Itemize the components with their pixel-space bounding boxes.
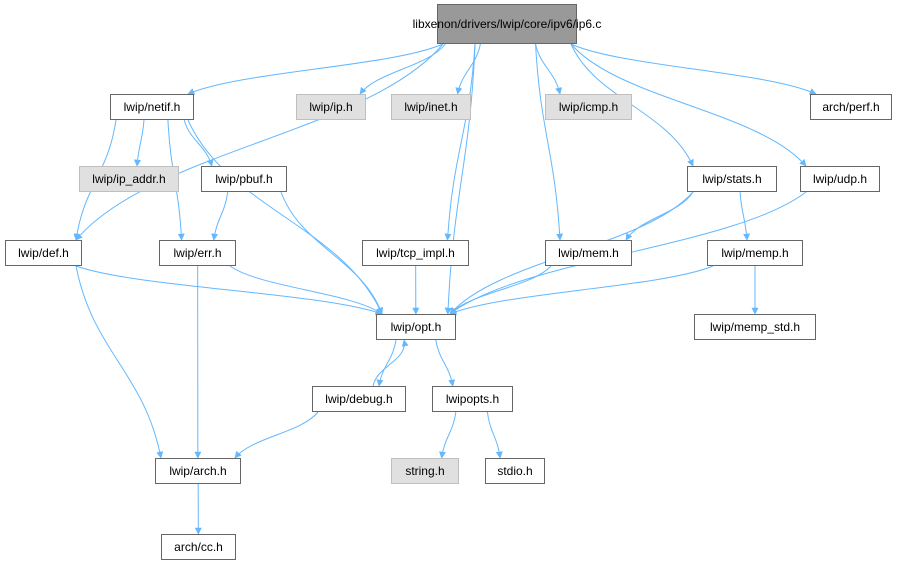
node-label: lwip/memp_std.h [709,319,801,334]
node-label: lwip/inet.h [404,99,458,114]
edge-debug-to-opt [372,339,409,387]
node-lwipopts[interactable]: lwipopts.h [432,386,513,412]
edge-root-to-perf [570,43,817,95]
node-label: lwip/pbuf.h [215,171,273,186]
edge-def-to-opt [75,265,383,316]
node-stats[interactable]: lwip/stats.h [687,166,777,192]
node-opt[interactable]: lwip/opt.h [376,314,456,340]
edge-debug-to-arch [234,411,319,459]
node-def[interactable]: lwip/def.h [5,240,82,266]
edge-pbuf-to-opt [280,191,384,315]
node-label: lwip/tcp_impl.h [376,245,455,260]
node-netif[interactable]: lwip/netif.h [110,94,194,120]
node-debug[interactable]: lwip/debug.h [312,386,406,412]
edge-err-to-opt [229,265,383,315]
node-label: lwip/arch.h [169,463,227,478]
node-perf[interactable]: arch/perf.h [810,94,892,120]
node-icmp: lwip/icmp.h [545,94,632,120]
node-pbuf[interactable]: lwip/pbuf.h [201,166,287,192]
node-label: libxenon/drivers/lwip [412,16,521,31]
edge-opt-to-lwipopts [435,339,456,387]
node-label: /core/ipv6/ip6.c [520,16,602,31]
node-label: lwip/err.h [173,245,222,260]
edge-def-to-arch [75,265,164,459]
node-label: lwip/opt.h [390,319,442,334]
edge-root-to-tcp-impl [444,43,476,241]
edge-lwipopts-to-string [439,411,457,459]
node-tcp-impl[interactable]: lwip/tcp_impl.h [362,240,469,266]
node-memp-std[interactable]: lwip/memp_std.h [694,314,816,340]
edge-root-to-netif [187,43,444,95]
node-label: arch/perf.h [822,99,880,114]
edge-root-to-udp [570,43,807,167]
node-stdio[interactable]: stdio.h [485,458,545,484]
edge-lwipopts-to-stdio [486,411,503,459]
node-label: lwip/mem.h [558,245,619,260]
node-label: lwip/netif.h [123,99,181,114]
edge-stats-to-mem [625,191,694,241]
node-label: lwip/debug.h [325,391,393,406]
edge-root-to-icmp [535,43,563,95]
node-label: lwip/ip_addr.h [92,171,166,186]
edge-opt-to-debug [376,339,397,387]
node-err[interactable]: lwip/err.h [159,240,236,266]
node-label: lwip/stats.h [702,171,762,186]
edge-netif-to-ip-addr [133,119,145,167]
node-label: arch/cc.h [174,539,223,554]
node-label: string.h [405,463,445,478]
edge-root-to-def [75,43,444,241]
node-label: lwip/def.h [18,245,69,260]
edge-netif-to-pbuf [183,119,214,167]
node-ip: lwip/ip.h [296,94,366,120]
edge-memp-to-opt [449,265,714,315]
edge-pbuf-to-err [211,191,229,241]
edge-root-to-mem [535,43,564,241]
edge-root-to-ip [359,43,446,95]
node-root: libxenon/drivers/lwip/core/ipv6/ip6.c [413,4,601,44]
edge-root-to-opt [444,43,476,315]
edge-stats-to-memp [739,191,751,241]
node-arch[interactable]: lwip/arch.h [155,458,241,484]
edge-root-to-inet [455,43,481,95]
node-label: lwipopts.h [445,391,500,406]
node-cc[interactable]: arch/cc.h [161,534,236,560]
node-label: stdio.h [497,463,533,478]
node-inet: lwip/inet.h [391,94,471,120]
node-label: lwip/ip.h [309,99,353,114]
node-string: string.h [391,458,459,484]
node-label: lwip/memp.h [721,245,789,260]
edge-root-to-stats [570,43,694,167]
node-memp[interactable]: lwip/memp.h [707,240,803,266]
node-udp[interactable]: lwip/udp.h [800,166,880,192]
edge-mem-to-opt [449,265,552,315]
node-label: lwip/udp.h [812,171,868,186]
node-mem[interactable]: lwip/mem.h [545,240,632,266]
node-ip-addr: lwip/ip_addr.h [79,166,179,192]
node-label: lwip/icmp.h [558,99,619,114]
